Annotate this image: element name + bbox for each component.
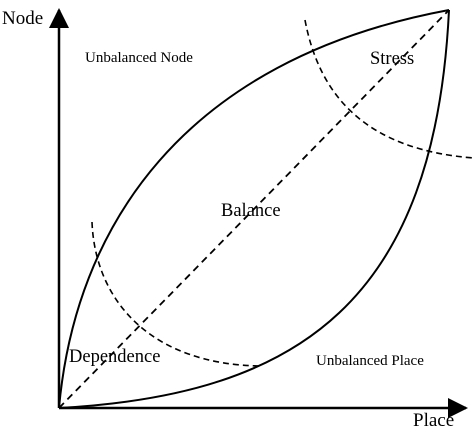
dependence-label: Dependence <box>69 347 160 367</box>
lower-boundary-curve <box>58 9 450 409</box>
y-axis-label: Node <box>2 8 43 29</box>
unbalanced-place-label: Unbalanced Place <box>316 353 424 369</box>
dependence-threshold-arc <box>91 221 263 367</box>
balance-diagonal-line <box>58 9 450 409</box>
upper-boundary-curve <box>58 9 450 409</box>
balance-label: Balance <box>221 201 281 221</box>
unbalanced-node-label: Unbalanced Node <box>85 50 193 66</box>
stress-label: Stress <box>370 49 414 69</box>
stress-threshold-arc <box>304 19 474 159</box>
x-axis-label: Place <box>413 410 454 431</box>
